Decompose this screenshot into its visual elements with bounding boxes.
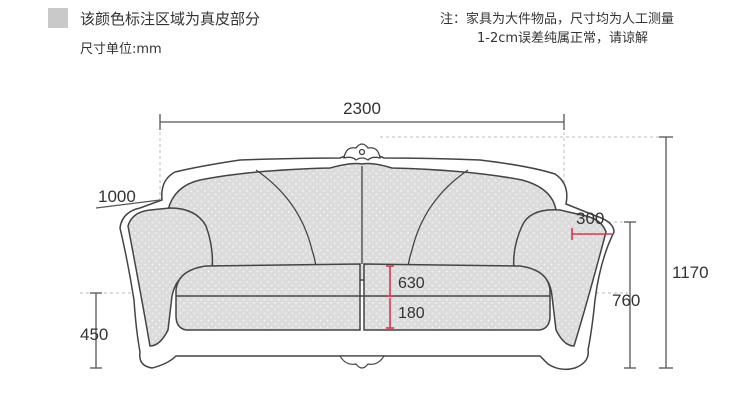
crest-ornament-icon — [343, 143, 381, 161]
depth-label: 1000 — [98, 187, 136, 206]
seat-height-label: 450 — [80, 325, 108, 344]
seat-cushions — [175, 263, 551, 331]
note-line-2: 1-2cm误差纯属正常，请谅解 — [477, 31, 649, 46]
back-height-label: 760 — [612, 291, 640, 310]
note-line-1: 注：家具为大件物品，尺寸均为人工测量 — [440, 12, 675, 27]
seat-depth-label: 630 — [398, 275, 425, 292]
arm-width-label: 300 — [576, 209, 604, 228]
unit-text: 尺寸单位:mm — [80, 42, 162, 57]
measurement-note: 注：家具为大件物品，尺寸均为人工测量 1-2cm误差纯属正常，请谅解 — [440, 10, 674, 48]
leather-color-swatch — [48, 8, 68, 28]
height-label: 1170 — [672, 263, 709, 282]
dimension-lines — [90, 114, 673, 369]
cushion-thickness-label: 180 — [398, 305, 425, 322]
width-label: 2300 — [343, 99, 381, 118]
legend-text: 该颜色标注区域为真皮部分 — [80, 10, 261, 28]
bottom-ornament-icon — [338, 355, 386, 369]
accent-dimension-markers — [386, 228, 612, 329]
